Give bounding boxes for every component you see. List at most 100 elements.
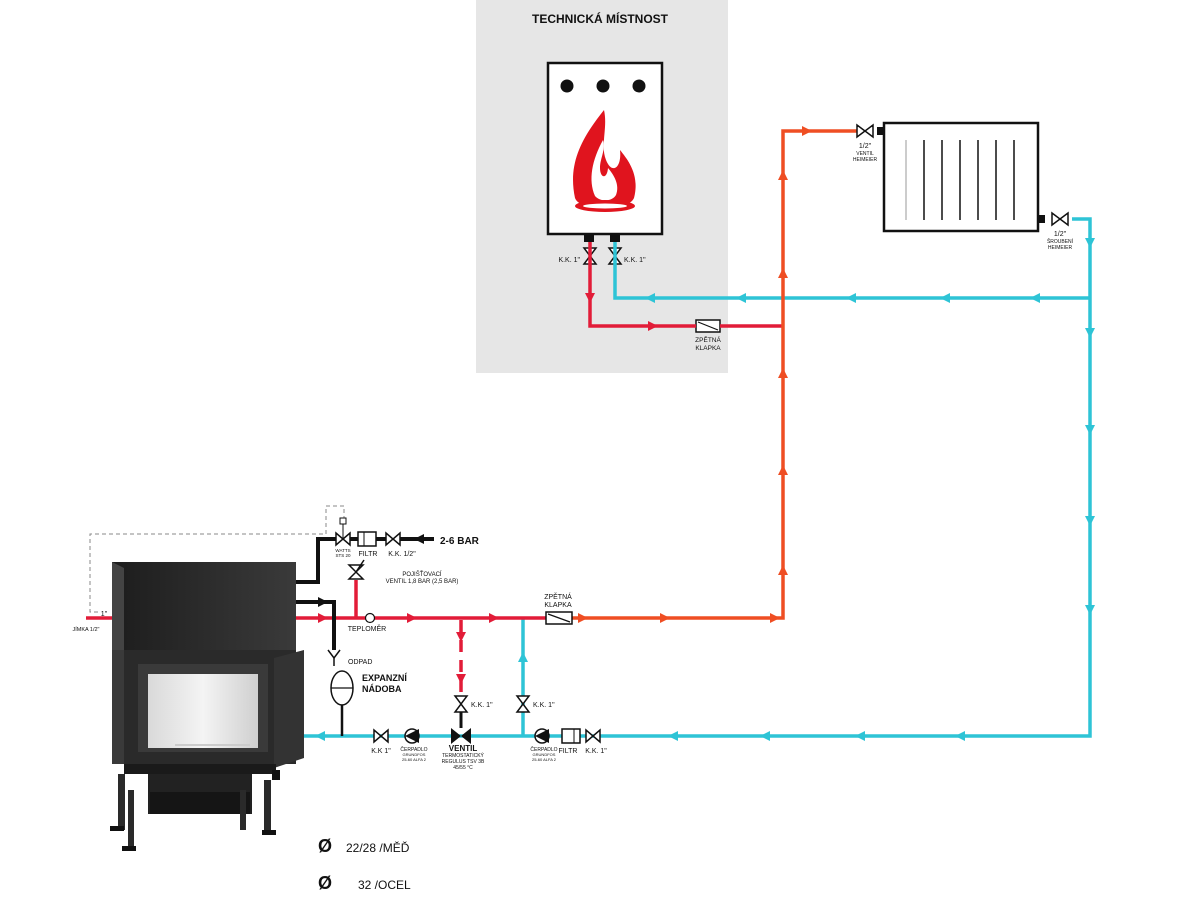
return-left-valve: K.K 1": [371, 728, 391, 755]
svg-text:WATTS: WATTS: [335, 548, 350, 553]
svg-text:FILTR: FILTR: [359, 551, 378, 558]
svg-text:FILTR: FILTR: [559, 748, 578, 755]
svg-text:K.K 1": K.K 1": [371, 748, 391, 755]
svg-text:K.K. 1": K.K. 1": [533, 702, 555, 709]
flow-arrow-icon: [802, 126, 812, 136]
svg-text:EXPANZNÍ: EXPANZNÍ: [362, 673, 407, 683]
pressure-label: 2-6 BAR: [440, 536, 480, 547]
svg-text:POJIŠŤOVACÍ: POJIŠŤOVACÍ: [402, 570, 442, 578]
flow-arrow-icon: [318, 613, 328, 623]
svg-text:ODPAD: ODPAD: [348, 659, 372, 666]
water-filter: FILTR: [357, 531, 378, 558]
diameter-icon: Ø: [318, 836, 332, 856]
flow-arrow-icon: [736, 293, 746, 303]
thermometer: TEPLOMĚR: [348, 612, 387, 633]
flow-arrow-icon: [855, 731, 865, 741]
svg-text:REGULUS TSV 3B: REGULUS TSV 3B: [442, 759, 485, 765]
cold-water-pipe: [296, 537, 338, 584]
pump-right: ČERPADLO GRUNDFOS 25-60 ALFA 2: [530, 728, 558, 762]
sensor-line: [89, 505, 345, 613]
return-riser: [340, 217, 1092, 738]
flow-arrow-icon: [1085, 238, 1095, 248]
flow-arrows: [315, 126, 1095, 741]
svg-text:25-60 ALFA 2: 25-60 ALFA 2: [402, 757, 427, 762]
drain: ODPAD: [327, 649, 372, 666]
radiator: [877, 121, 1045, 233]
radiator-outlet-valve: 1/2" ŠROUBENÍ HEIMEIER: [1047, 211, 1074, 251]
svg-text:22/28 /MĚĎ: 22/28 /MĚĎ: [346, 840, 410, 855]
svg-text:TERMOSTATICKÝ: TERMOSTATICKÝ: [442, 752, 484, 759]
svg-text:K.K. 1": K.K. 1": [585, 748, 607, 755]
technical-room: TECHNICKÁ MÍSTNOST K.K. 1": [476, 0, 728, 373]
flow-arrow-icon: [668, 731, 678, 741]
flow-arrow-icon: [645, 293, 655, 303]
legend-item-copper: Ø 22/28 /MĚĎ: [318, 836, 410, 856]
svg-text:GRUNDFOS: GRUNDFOS: [533, 752, 556, 757]
water-valve: K.K. 1/2": [385, 531, 416, 558]
flow-arrow-icon: [456, 632, 466, 642]
return-filter: FILTR: [559, 728, 581, 755]
bypass-valve: K.K. 1": [515, 695, 555, 713]
boiler-knob-icon: [632, 79, 646, 93]
boiler-return-pipe: [613, 242, 1090, 300]
svg-text:25-60 ALFA 2: 25-60 ALFA 2: [532, 757, 557, 762]
flow-arrow-icon: [760, 731, 770, 741]
svg-text:ČERPADLO: ČERPADLO: [530, 746, 557, 753]
flow-arrow-icon: [778, 465, 788, 475]
flow-arrow-icon: [1030, 293, 1040, 303]
fireplace-well-label: JÍMKA 1/2": [72, 626, 99, 633]
svg-text:32 /OCEL: 32 /OCEL: [358, 878, 411, 892]
radiator-inlet-valve: 1/2" VENTIL HEIMEIER: [853, 123, 878, 163]
flow-arrow-icon: [778, 170, 788, 180]
fireplace-glass: [148, 674, 258, 748]
flow-arrow-icon: [1085, 425, 1095, 435]
svg-text:K.K. 1": K.K. 1": [558, 257, 580, 264]
flow-arrow-icon: [778, 368, 788, 378]
svg-text:HEIMEIER: HEIMEIER: [853, 157, 878, 163]
svg-text:K.K. 1": K.K. 1": [624, 257, 646, 264]
svg-text:1/2": 1/2": [859, 143, 872, 150]
svg-text:VENTIL 1,8 BAR (2,5 BAR): VENTIL 1,8 BAR (2,5 BAR): [386, 579, 459, 585]
svg-text:ZPĚTNÁ: ZPĚTNÁ: [695, 335, 721, 344]
check-valve-main: ZPĚTNÁ KLAPKA: [544, 592, 573, 625]
flow-arrow-icon: [456, 674, 466, 684]
flow-arrow-icon: [318, 597, 328, 607]
legend: Ø 22/28 /MĚĎ Ø 32 /OCEL: [318, 836, 411, 893]
svg-text:ČERPADLO: ČERPADLO: [400, 746, 427, 753]
svg-text:VENTIL: VENTIL: [449, 744, 478, 753]
boiler-knob-icon: [560, 79, 574, 93]
flow-arrow-icon: [660, 613, 670, 623]
legend-item-steel: Ø 32 /OCEL: [318, 873, 411, 893]
svg-text:KLAPKA: KLAPKA: [544, 602, 572, 609]
fireplace-pipe-size: 1": [101, 611, 108, 618]
svg-text:TEPLOMĚR: TEPLOMĚR: [348, 624, 387, 633]
flow-arrow-icon: [846, 293, 856, 303]
svg-text:ŠROUBENÍ: ŠROUBENÍ: [1047, 238, 1074, 245]
center-valve: K.K. 1": [453, 695, 493, 713]
return-right-valve: K.K. 1": [585, 728, 607, 755]
svg-text:STS 20: STS 20: [335, 553, 351, 558]
safety-valve: POJIŠŤOVACÍ VENTIL 1,8 BAR (2,5 BAR): [347, 559, 459, 585]
flow-arrow-icon: [648, 321, 658, 331]
svg-text:45/55 °C: 45/55 °C: [453, 765, 473, 771]
svg-text:K.K. 1": K.K. 1": [471, 702, 493, 709]
technical-room-title: TECHNICKÁ MÍSTNOST: [532, 11, 669, 26]
flow-arrow-icon: [778, 565, 788, 575]
fireplace: 1" JÍMKA 1/2": [72, 562, 304, 851]
thermometer-icon: [364, 612, 376, 624]
drain-pipe: [296, 600, 336, 650]
boiler: [546, 61, 664, 242]
svg-text:K.K. 1/2": K.K. 1/2": [388, 551, 416, 558]
pump-left: ČERPADLO GRUNDFOS 25-60 ALFA 2: [400, 728, 428, 762]
diameter-icon: Ø: [318, 873, 332, 893]
flow-arrow-icon: [585, 293, 595, 303]
svg-text:VENTIL: VENTIL: [856, 151, 874, 157]
flow-arrow-icon: [414, 534, 424, 544]
expansion-vessel: EXPANZNÍ NÁDOBA: [330, 670, 407, 706]
boiler-knob-icon: [596, 79, 610, 93]
flow-arrow-icon: [778, 268, 788, 278]
flow-arrow-icon: [770, 613, 780, 623]
flow-arrow-icon: [940, 293, 950, 303]
svg-text:GRUNDFOS: GRUNDFOS: [403, 752, 426, 757]
svg-text:NÁDOBA: NÁDOBA: [362, 684, 402, 694]
